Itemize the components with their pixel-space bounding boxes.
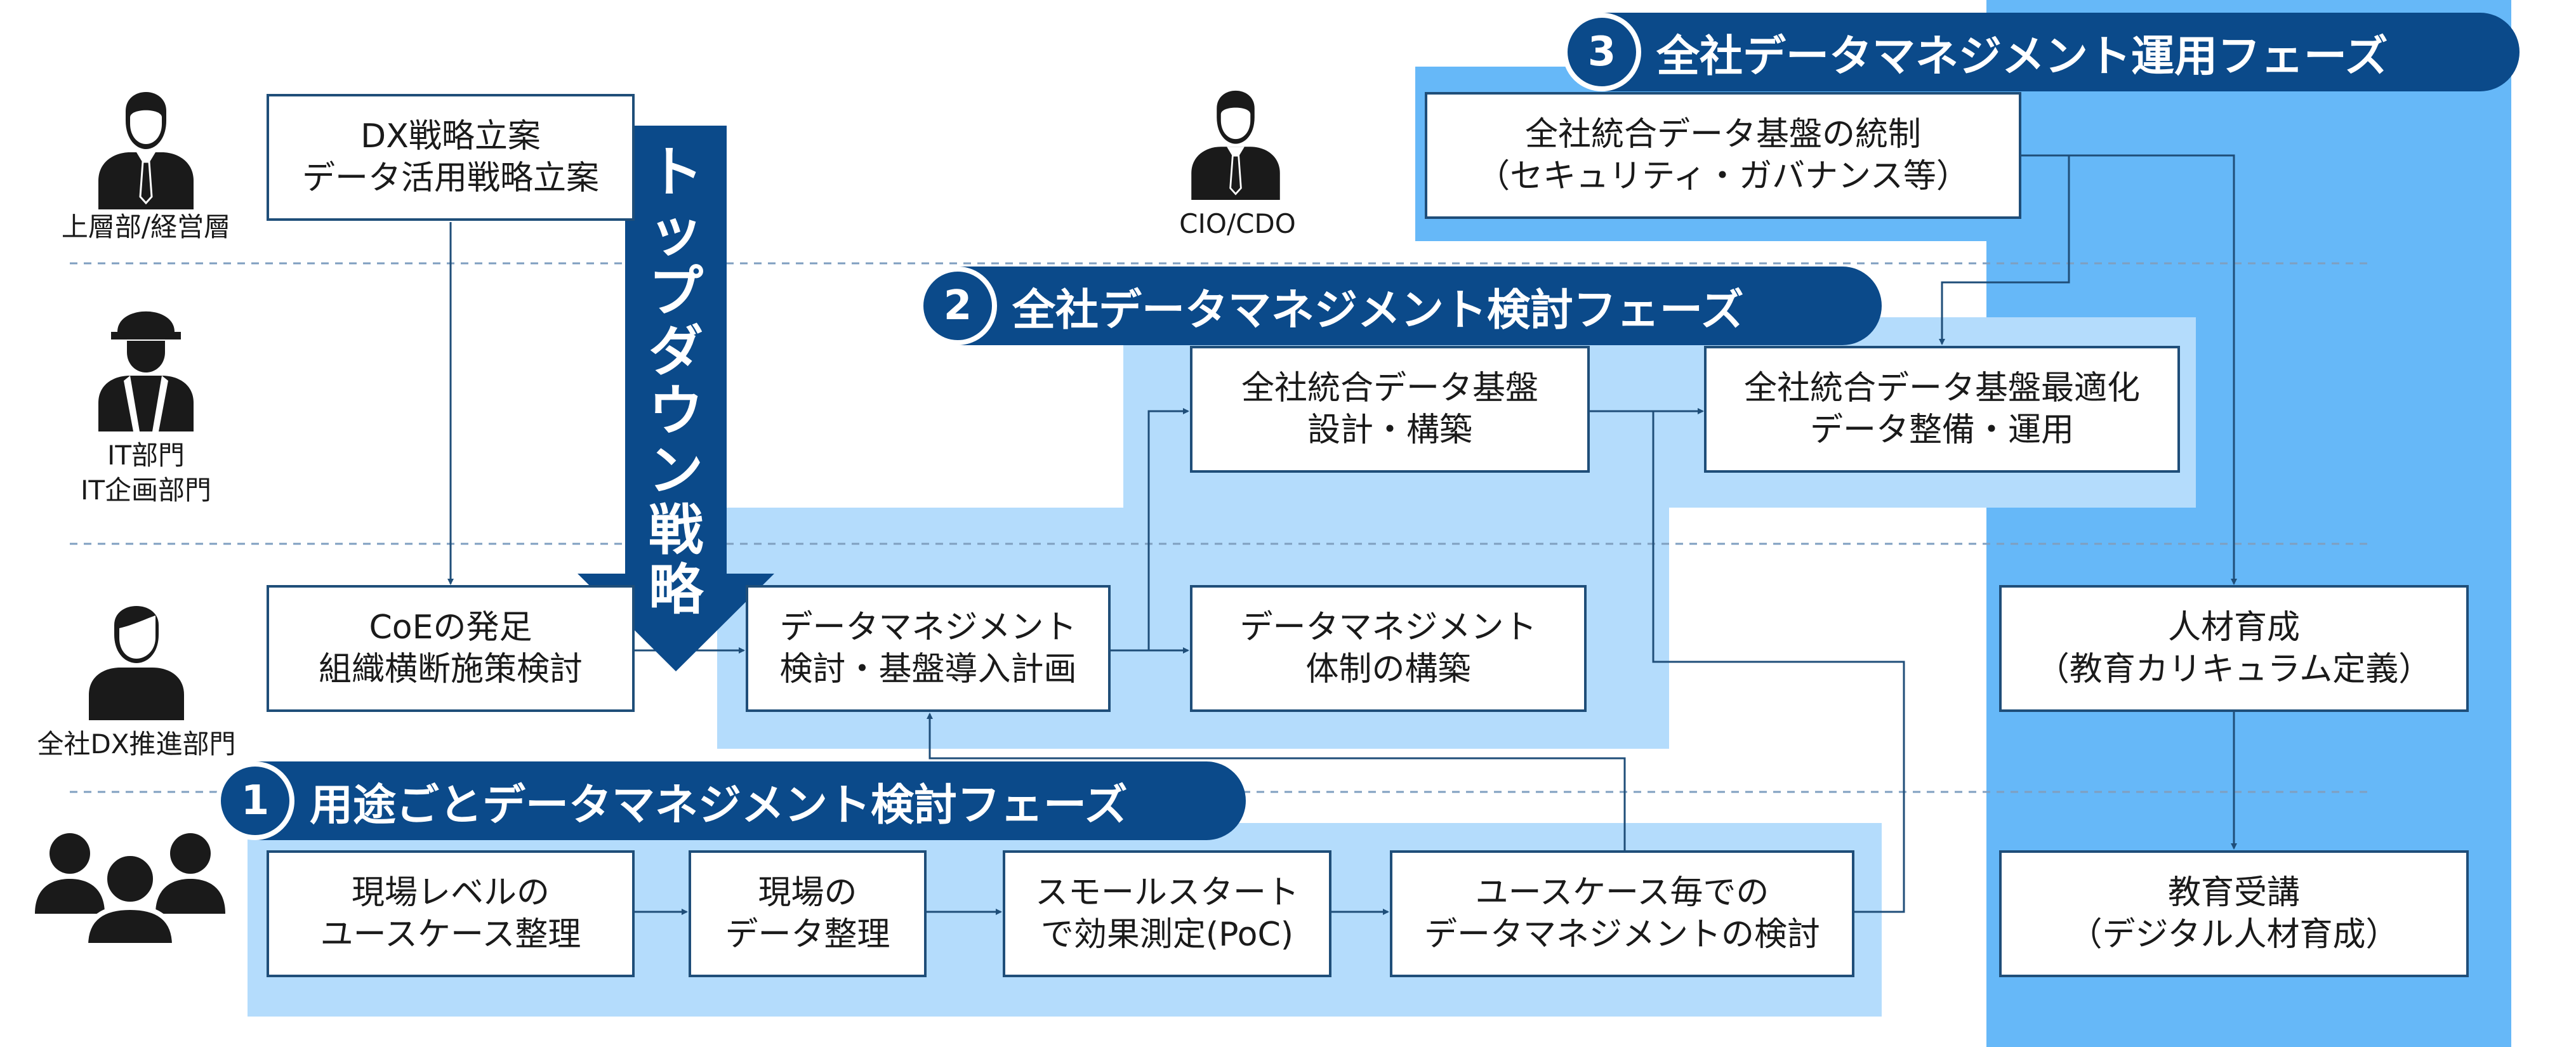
small-start-box: スモールスタートで効果測定(PoC) [1003, 850, 1331, 977]
phase1-pill: 1 用途ごとデータマネジメント検討フェーズ [216, 761, 1246, 840]
phase2-number: 2 [918, 267, 997, 345]
phase2-pill: 2 全社データマネジメント検討フェーズ [918, 267, 1882, 345]
line-platform-to-usecase-dm [1590, 410, 1905, 913]
phase3-pill: 3 全社データマネジメント運用フェーズ [1562, 13, 2520, 91]
dm-org-box: データマネジメント体制の構築 [1190, 585, 1587, 712]
site-usecase-box: 現場レベルのユースケース整理 [267, 850, 635, 977]
executive-label: 上層部/経営層 [61, 211, 231, 242]
site-data-box: 現場のデータ整理 [689, 850, 927, 977]
phase2-label: 全社データマネジメント検討フェーズ [1012, 285, 1744, 336]
arrow-governance-to-hr [2021, 154, 2237, 585]
coe-box: CoEの発足組織横断施策検討 [267, 585, 635, 712]
group-icon [35, 833, 225, 945]
it-label-line1: IT部門 [107, 440, 185, 471]
platform-build-box: 全社統合データ基盤設計・構築 [1190, 346, 1590, 473]
usecase-dm-box: ユースケース毎でのデータマネジメントの検討 [1390, 850, 1854, 977]
it-label-line2: IT企画部門 [80, 475, 212, 506]
topdown-arrow [578, 126, 774, 671]
arrow-usecase-dm-to-plan [927, 713, 1626, 850]
dx-strategy-box: DX戦略立案データ活用戦略立案 [267, 94, 635, 221]
hr-development-box: 人材育成（教育カリキュラム定義） [1999, 585, 2469, 712]
cio-icon [1191, 90, 1280, 200]
platform-optimize-box: 全社統合データ基盤最適化データ整備・運用 [1704, 346, 2180, 473]
dx-promotion-label: 全社DX推進部門 [37, 728, 236, 760]
it-worker-icon [98, 311, 194, 431]
phase3-number: 3 [1562, 13, 1641, 91]
phase1-number: 1 [216, 761, 294, 840]
topdown-strategy-label: トップダウン戦略 [649, 141, 703, 622]
phase3-label: 全社データマネジメント運用フェーズ [1656, 31, 2388, 82]
executive-icon [98, 92, 194, 209]
arrow-plan-to-platform [1111, 408, 1189, 652]
phase1-label: 用途ごとデータマネジメント検討フェーズ [310, 780, 1128, 831]
cio-cdo-label: CIO/CDO [1179, 208, 1296, 239]
training-box: 教育受講（デジタル人材育成） [1999, 850, 2469, 977]
dm-plan-box: データマネジメント検討・基盤導入計画 [746, 585, 1111, 712]
dx-promotion-icon [89, 606, 184, 720]
governance-box: 全社統合データ基盤の統制（セキュリティ・ガバナンス等） [1425, 92, 2021, 219]
